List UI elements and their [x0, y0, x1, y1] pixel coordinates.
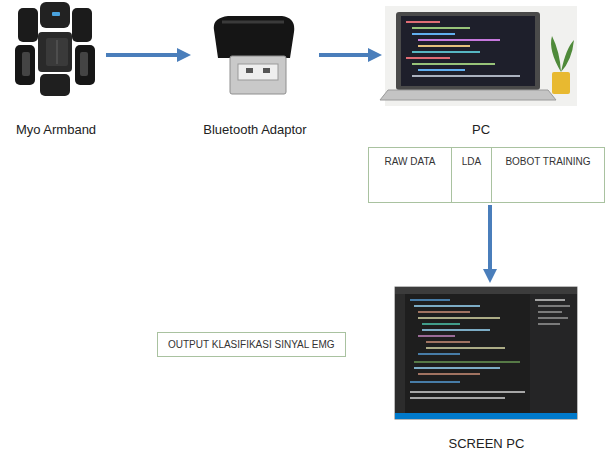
myo-armband-picture	[15, 2, 95, 96]
process-table: RAW DATALDABOBOT TRAINING	[368, 147, 605, 203]
label-text: OUTPUT KLASIFIKASI SINYAL EMG	[168, 339, 335, 350]
label-text: LDA	[451, 148, 491, 202]
flow-arrow	[488, 205, 492, 273]
label-text: BOBOT TRAINING	[491, 148, 604, 202]
image-node: SCREEN PC	[395, 285, 578, 452]
flow-arrow	[106, 53, 181, 57]
caption: SCREEN PC	[447, 436, 527, 452]
caption: Myo Armband	[14, 122, 98, 138]
caption: PC	[470, 122, 492, 138]
label-text: RAW DATA	[369, 148, 451, 202]
output-box: OUTPUT KLASIFIKASI SINYAL EMG	[157, 332, 346, 357]
caption: Bluetooth Adaptor	[201, 122, 308, 138]
flow-arrow	[319, 53, 372, 57]
image-node: PC	[384, 2, 578, 138]
bluetooth-adaptor-picture	[214, 16, 294, 94]
image-node: Bluetooth Adaptor	[193, 2, 317, 138]
laptop-picture	[380, 6, 577, 106]
screen-picture	[395, 287, 577, 419]
image-node: Myo Armband	[8, 2, 104, 138]
